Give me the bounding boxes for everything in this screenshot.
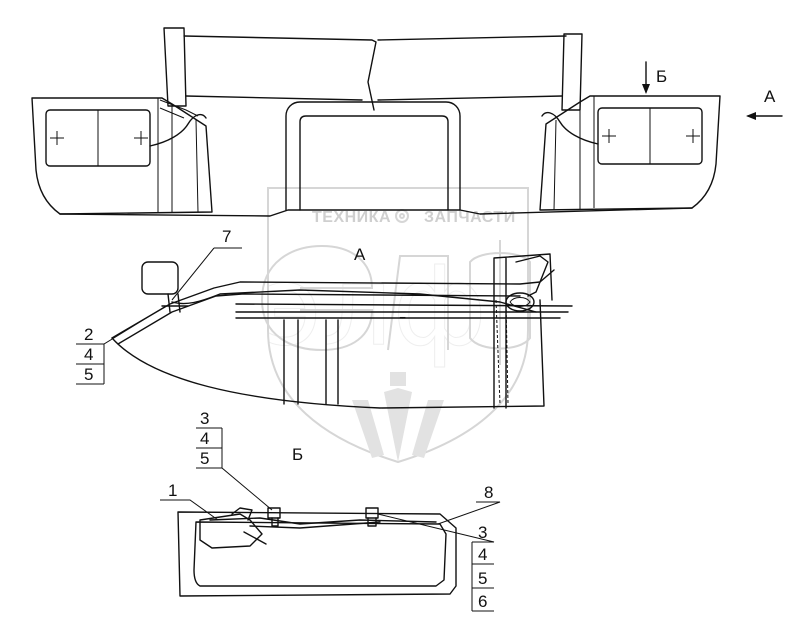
callout-4-top-label: 4 — [200, 429, 209, 448]
callout-6-right-label: 6 — [478, 592, 487, 611]
callout-3-4-5-top: 3 4 5 — [196, 409, 273, 511]
view-b-outer-box — [177, 511, 457, 597]
top-upper-panel — [183, 35, 567, 111]
top-right-wire — [541, 111, 599, 145]
callout-1-label: 1 — [168, 481, 177, 500]
view-b-bolt-icon-left — [267, 507, 281, 527]
view-b-bolt-icon-right — [365, 507, 379, 527]
view-b-wire — [209, 517, 437, 529]
view-a-posts — [283, 319, 339, 405]
top-left-bracket — [159, 99, 199, 119]
top-left-post — [163, 27, 187, 107]
top-right-post — [561, 33, 583, 111]
view-a-right-frame — [493, 253, 553, 409]
top-right-lamp-bolt-icon — [602, 129, 616, 143]
view-b-title: Б — [292, 445, 303, 464]
watermark-letter-l — [387, 255, 449, 351]
view-b-inner-box — [193, 521, 447, 587]
view-a: А -- — [111, 245, 573, 409]
callout-8-label: 8 — [484, 483, 493, 502]
top-left-housing-inner — [157, 98, 199, 213]
watermark-shield-outline — [267, 187, 529, 464]
watermark-logo-letters: элф — [262, 242, 487, 370]
top-view — [31, 27, 721, 217]
view-arrow-b-label: Б — [656, 67, 667, 86]
callout-5-right-label: 5 — [478, 569, 487, 588]
watermark-gear-icon — [395, 209, 409, 223]
callout-4-right-label: 4 — [478, 545, 487, 564]
top-bottom-sill — [59, 207, 693, 217]
callout-7-label: 7 — [222, 227, 231, 246]
top-right-housing-inner — [553, 96, 595, 211]
callout-3-right-label: 3 — [478, 523, 487, 542]
view-b-lamp — [199, 513, 263, 549]
callout-3-top-label: 3 — [200, 409, 209, 428]
callout-1: 1 — [160, 481, 219, 521]
watermark-letter-e — [261, 244, 374, 352]
view-a-lamp-mount — [161, 293, 189, 313]
callout-2-label: 2 — [84, 325, 93, 344]
callout-5-label: 5 — [84, 365, 93, 384]
top-right-lamp-bolt-icon-2 — [686, 129, 700, 143]
top-left-wire — [149, 113, 207, 147]
top-left-lamp-bolt-icon-2 — [134, 131, 148, 145]
view-a-grommet — [505, 292, 535, 312]
callout-3-4-5-6-right: 3 4 5 6 — [377, 513, 495, 612]
watermark-wheat-icon — [352, 372, 444, 462]
view-a-right-bracket — [515, 255, 549, 297]
watermark: ТЕХНИКА ЗАПЧАСТИ — [261, 187, 531, 464]
view-a-small-mark: -- — [400, 313, 406, 322]
view-arrow-a-label: А — [764, 87, 776, 106]
view-arrow-b: Б — [642, 61, 667, 94]
view-a-body — [111, 299, 545, 409]
callout-7: 7 — [171, 227, 242, 301]
top-right-housing — [539, 95, 721, 211]
callout-2-4-5: 2 4 5 — [76, 305, 167, 385]
watermark-text-left: ТЕХНИКА — [312, 209, 391, 226]
callout-8: 8 — [437, 483, 501, 525]
top-left-housing — [31, 97, 213, 215]
top-center-bracket — [285, 101, 461, 211]
view-b-bracket — [231, 507, 267, 545]
callout-5-top-label: 5 — [200, 449, 209, 468]
view-b: Б — [177, 445, 457, 597]
view-arrow-a: А — [746, 87, 783, 120]
view-a-lamp — [141, 261, 179, 295]
view-a-hidden-wire — [495, 299, 509, 405]
callout-4-label: 4 — [84, 345, 93, 364]
top-upper-panel-bottom — [185, 95, 563, 101]
top-left-lamp-bolt-icon — [50, 131, 64, 145]
view-a-title: А — [354, 245, 366, 264]
